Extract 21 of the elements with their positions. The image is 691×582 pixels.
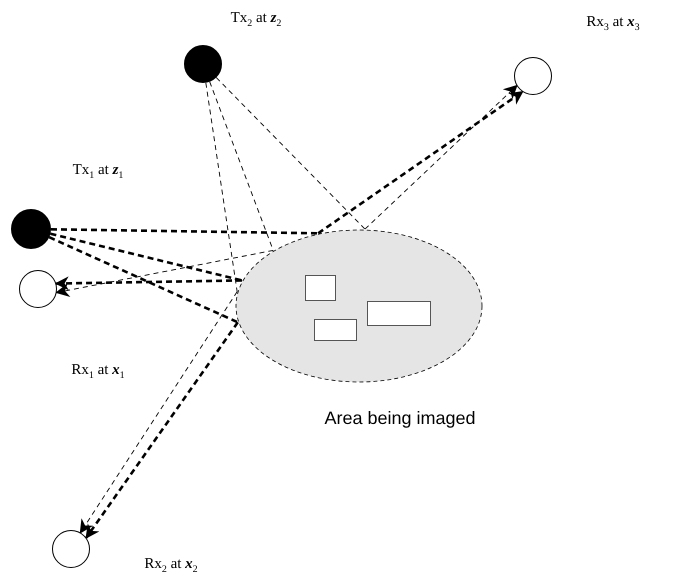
object-rectangle xyxy=(314,319,357,341)
node-label: Tx$_{1}$ at z$_{1}$ xyxy=(72,161,124,183)
node-label: Tx$_{2}$ at z$_{2}$ xyxy=(230,9,282,31)
signal-arrow xyxy=(54,276,242,290)
node-label: Rx$_{3}$ at x$_{3}$ xyxy=(586,13,640,35)
signal-line xyxy=(50,228,318,235)
signal-line xyxy=(216,77,366,230)
signal-line xyxy=(50,232,242,282)
signal-arrow xyxy=(80,291,238,534)
signal-arrow xyxy=(364,84,518,230)
signal-line xyxy=(205,82,238,292)
node-label: Rx$_{2}$ at x$_{2}$ xyxy=(144,555,198,577)
signal-line xyxy=(209,81,274,251)
area-caption: Area being imaged xyxy=(324,407,476,429)
object-rectangle xyxy=(305,275,336,301)
signal-arrow xyxy=(55,250,274,297)
signal-arrow xyxy=(317,90,524,234)
signal-arrow xyxy=(85,322,239,539)
signal-line xyxy=(48,236,238,324)
node-label: Rx$_{1}$ at x$_{1}$ xyxy=(71,361,125,383)
object-rectangle xyxy=(367,301,431,326)
